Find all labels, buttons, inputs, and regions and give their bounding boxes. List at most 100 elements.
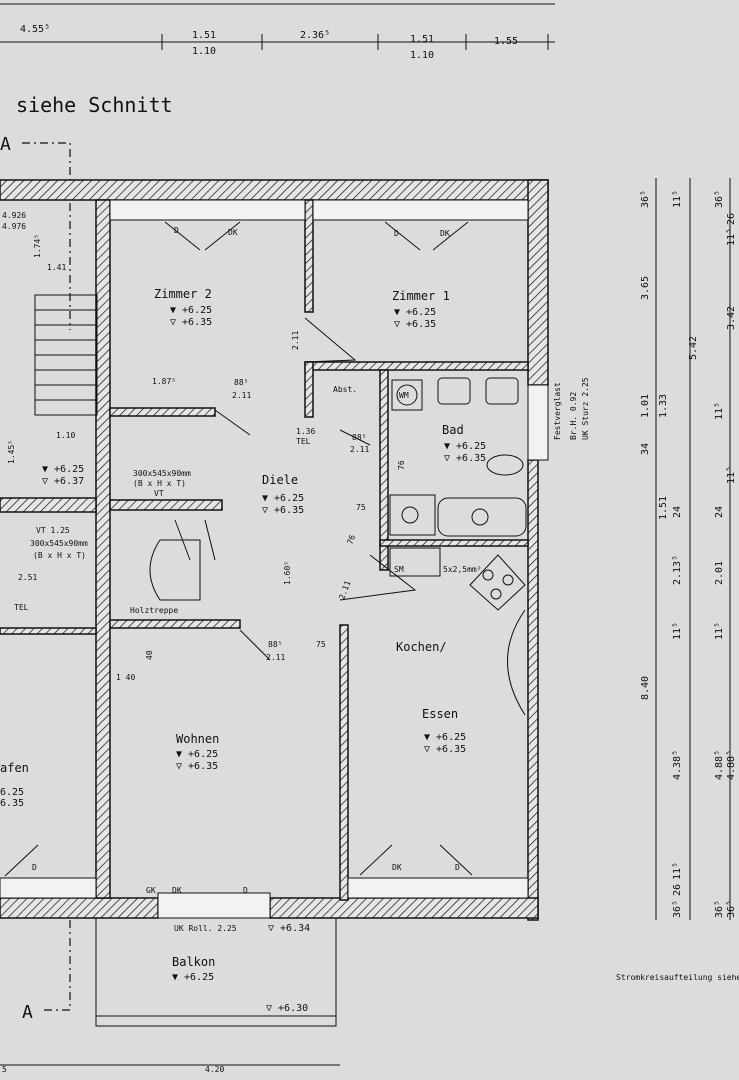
window-label-dk3: DK — [172, 886, 182, 895]
window-label-dk1: DK — [228, 228, 238, 237]
vt2-label: VT — [154, 489, 164, 498]
dim-1-10: 1.10 — [56, 431, 75, 440]
room-name-left: afen — [0, 761, 29, 775]
dim-1-40: 1 40 — [116, 673, 135, 682]
vt-label: VT 1.25 — [36, 526, 70, 535]
dim-2-11-b: 2.11 — [350, 445, 369, 454]
window-label-dk2: DK — [440, 229, 450, 238]
abst-label: Abst. — [333, 385, 357, 394]
rdim-c3-8: 4.88⁵ — [726, 750, 737, 780]
dim-1-74: 1.74⁵ — [33, 234, 42, 258]
rdim-c1-5: 2.13⁵ — [672, 555, 683, 585]
rdim-c2-0: 11⁵ — [672, 190, 683, 208]
rdim-c2-3: 1.51 — [658, 496, 669, 520]
rdim-c3-3: 3.42 — [726, 306, 737, 330]
room-name-bad: Bad — [442, 423, 464, 437]
dim-1-45: 1.45⁵ — [7, 440, 16, 464]
rdim-c3-4: 11⁵ — [726, 466, 737, 484]
dim-88-a: 88⁵ — [234, 378, 248, 387]
window-label-gk: GK — [146, 886, 156, 895]
window-label-d1: D — [174, 226, 179, 235]
wm-label: WM — [399, 391, 409, 400]
festverglast-label: Festverglast — [553, 382, 562, 440]
vt2-bht: (B x H x T) — [133, 479, 186, 488]
rdim-c1-8: 4.38⁵ — [672, 750, 683, 780]
level-zimmer2-1: ▼ +6.25 — [170, 305, 212, 316]
rdim-c2-4: 11⁵ — [714, 402, 725, 420]
rdim-c3-1: 11⁵ — [726, 228, 737, 246]
stair-level-1: ▼ +6.25 — [42, 464, 84, 475]
room-name-zimmer2: Zimmer 2 — [154, 287, 212, 301]
rdim-c3-5: 24 — [714, 506, 725, 518]
room-zimmer1: Zimmer 1 ▼ +6.25 ▽ +6.35 — [392, 289, 450, 330]
vt-bht: (B x H x T) — [33, 551, 86, 560]
dim-88-c: 88⁵ — [268, 640, 282, 649]
sturz-label: UK Sturz 2.25 — [581, 377, 590, 440]
level-wohnen-1: ▼ +6.25 — [176, 749, 218, 760]
dim-76-a: 76 — [345, 533, 357, 545]
window-label-d2: D — [394, 229, 399, 238]
rdim-c2-1: 5.42 — [688, 336, 699, 360]
room-zimmer2: Zimmer 2 ▼ +6.25 ▽ +6.35 — [154, 287, 212, 328]
level-wohnen-2: ▽ +6.35 — [176, 761, 218, 772]
room-name-essen: Essen — [422, 707, 458, 721]
rdim-c1-4: 24 — [672, 506, 683, 518]
walls — [0, 179, 549, 921]
dim-4-20: 4.20 — [205, 1065, 224, 1074]
dim-1-41: 1.41 — [47, 263, 66, 272]
room-left: afen 6.25 6.35 — [0, 761, 29, 809]
door-swings — [214, 317, 417, 661]
dim-2-11-e: 2.11 — [337, 579, 352, 600]
dim-1-60: 1.60⁵ — [283, 561, 292, 585]
dim-75-b: 75 — [316, 640, 326, 649]
room-balkon: Balkon ▼ +6.25 ▽ +6.30 ▽ +6.34 UK Roll. … — [95, 918, 337, 1027]
rdim-c2-2: 1.33 — [658, 394, 669, 418]
room-wohnen: Wohnen ▼ +6.25 ▽ +6.35 — [176, 732, 219, 772]
level-zimmer1-1: ▼ +6.25 — [394, 307, 436, 318]
level-diele-2: ▽ +6.35 — [262, 505, 304, 516]
level-diele-1: ▼ +6.25 — [262, 493, 304, 504]
dim-4-55: 4.55⁵ — [20, 24, 50, 35]
rdim-c1-0: 36⁵ — [640, 190, 651, 208]
tel-label: TEL — [296, 437, 311, 446]
kitchen-fixtures: SM 5x2,5mm² — [389, 547, 526, 716]
level-balkon-2: ▽ +6.30 — [266, 1003, 308, 1014]
rdim-c2-5: 4.88⁵ — [714, 750, 725, 780]
level-kochen-1: ▼ +6.25 — [424, 732, 466, 743]
dim-40: 40 — [145, 650, 154, 660]
level-balkon-1: ▼ +6.25 — [172, 972, 214, 983]
room-name-zimmer1: Zimmer 1 — [392, 289, 450, 303]
sm-label: SM — [394, 565, 404, 574]
rdim-c1-9: 26 — [672, 884, 683, 896]
inner-dimensions: 1.87⁵ 1.41 1.74⁵ 1.10 1.45⁵ 2.51 1 40 40… — [0, 211, 406, 1074]
rdim-c1-6: 11⁵ — [672, 622, 683, 640]
room-bad: Bad ▼ +6.25 ▽ +6.35 — [442, 423, 486, 464]
room-name-kochen: Kochen/ — [396, 640, 447, 654]
dim-1-51-a: 1.51 — [192, 30, 216, 41]
room-name-wohnen: Wohnen — [176, 732, 219, 746]
stair-level-2: ▽ +6.37 — [42, 476, 84, 487]
bathroom-fixtures: WM Festverglast Br.H. 0.92 UK Sturz 2.25 — [389, 377, 590, 537]
vt2-size: 300x545x90mm — [133, 469, 191, 478]
room-name-diele: Diele — [262, 473, 298, 487]
dim-4-976: 4.976 — [2, 222, 26, 231]
window-label-d3: D — [243, 886, 248, 895]
dim-4-926: 4.926 — [2, 211, 26, 220]
brh-label: Br.H. 0.92 — [569, 392, 578, 440]
dim-1-10-b: 1.10 — [410, 50, 434, 61]
rdim-c2-6: 36⁵ — [714, 900, 725, 918]
staircase: Holztreppe ▼ +6.25 ▽ +6.37 — [34, 294, 216, 615]
tel-label-left: TEL — [14, 603, 29, 612]
level-kochen-2: ▽ +6.35 — [424, 744, 466, 755]
section-note: siehe Schnitt — [16, 93, 173, 117]
rdim-c1-2: 1.01 — [640, 394, 651, 418]
window-label-d4: D — [455, 863, 460, 872]
dim-2-11-d: 2.11 — [291, 331, 300, 350]
dim-1-55: 1.55 — [494, 36, 518, 47]
rdim-c3-6: 2.01 — [714, 561, 725, 585]
dim-75-a: 75 — [356, 503, 366, 512]
dim-1-87: 1.87⁵ — [152, 377, 176, 386]
strom-note: Stromkreisaufteilung siehe — [616, 973, 739, 982]
window-sashes: D DK D DK GK DK D DK D D — [4, 221, 473, 895]
